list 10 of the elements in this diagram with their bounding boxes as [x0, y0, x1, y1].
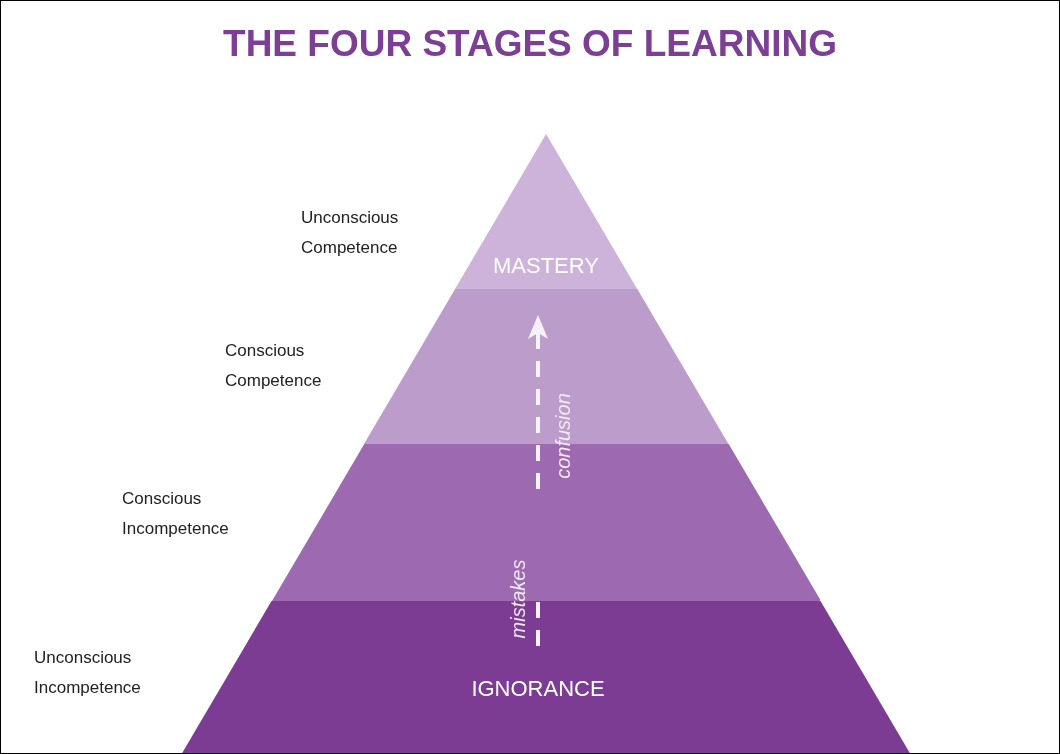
stage-name: MASTERY: [493, 253, 599, 279]
arrow-label: confusion: [551, 393, 575, 479]
stage-description: Unconscious Incompetence: [34, 647, 142, 699]
stage-description: Conscious Incompetence: [122, 488, 230, 540]
arrow-label: mistakes: [506, 559, 530, 639]
dashed-arrow: [528, 315, 548, 489]
stage-name: IGNORANCE: [471, 676, 605, 702]
stage-description: Unconscious Competence: [301, 207, 400, 259]
stage-description: Conscious Competence: [225, 340, 323, 392]
title: THE FOUR STAGES OF LEARNING: [223, 23, 837, 64]
